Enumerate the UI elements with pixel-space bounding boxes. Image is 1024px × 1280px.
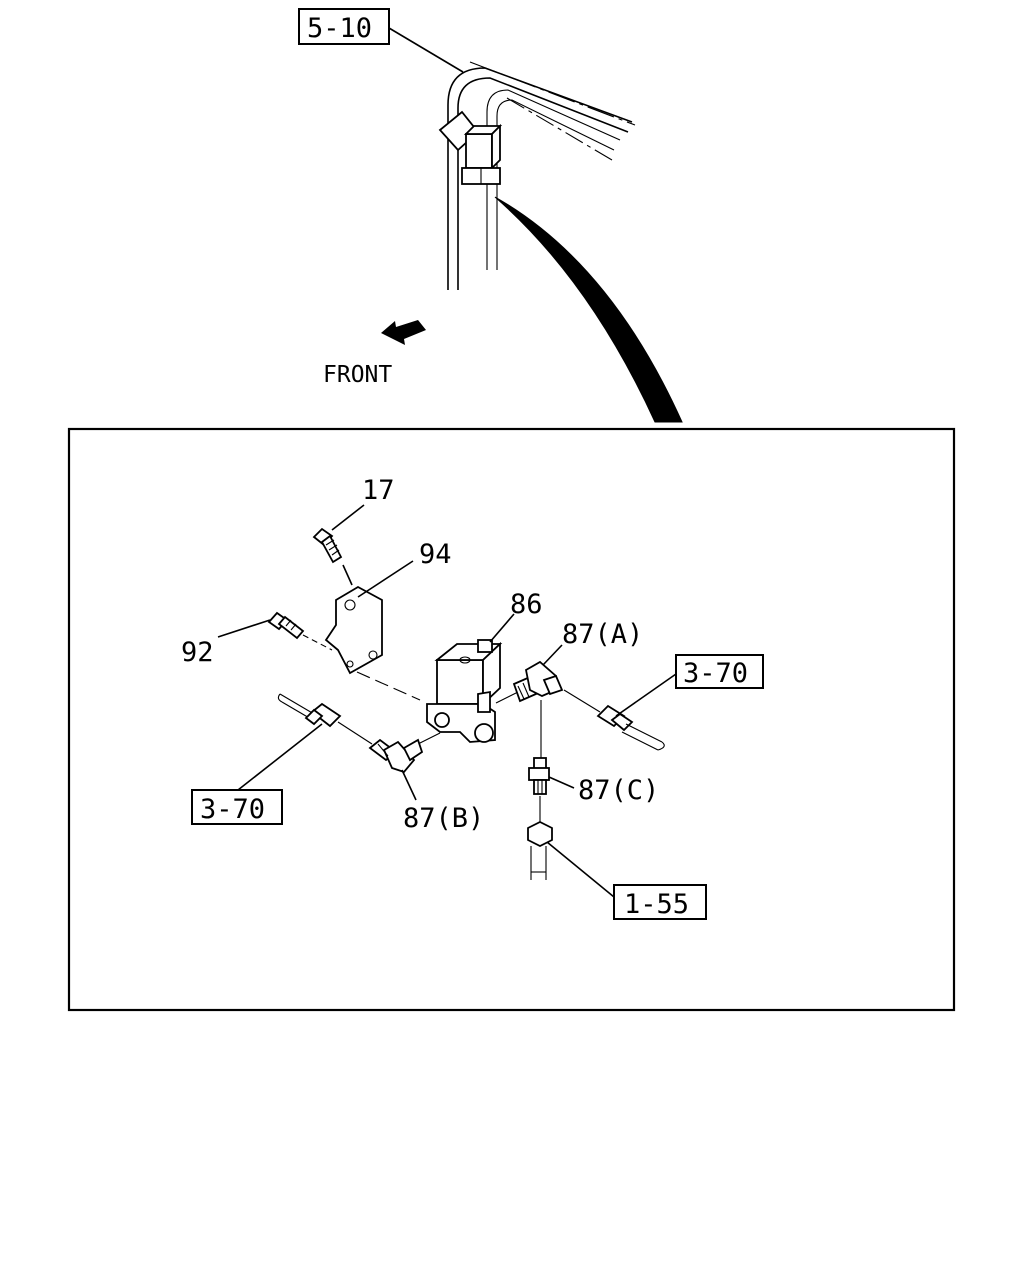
leader-92	[217, 619, 271, 638]
mount-axis	[356, 671, 421, 701]
front-label: FRONT	[323, 362, 392, 388]
pipe-axis-left	[337, 721, 373, 745]
ref-label-left: 3-70	[200, 794, 265, 825]
leader-ref-bottom	[546, 841, 615, 898]
pipe-nut-right	[596, 704, 665, 751]
detail-callout-arrow	[494, 196, 683, 423]
leader-86	[489, 613, 515, 643]
leader-17	[331, 504, 365, 531]
leader-17-to-bracket	[342, 564, 353, 586]
bolt-92-axis	[302, 634, 333, 651]
solenoid-valve-86	[426, 639, 503, 743]
ref-label-top: 5-10	[307, 13, 372, 44]
leader-ref-left	[237, 723, 323, 791]
bracket-94	[324, 585, 383, 675]
pipe-nut-bottom	[527, 820, 553, 880]
part-label-87a: 87(A)	[562, 619, 643, 650]
leader-94	[357, 560, 414, 598]
front-arrow-icon	[381, 320, 426, 345]
leader-ref-top	[388, 27, 464, 73]
pipe-axis-right	[563, 689, 601, 713]
leader-87a	[542, 644, 563, 666]
fitting-87b	[368, 738, 424, 774]
leader-87b	[401, 769, 417, 801]
bolt-92	[267, 611, 305, 640]
fitting-87a	[495, 660, 564, 704]
part-label-87b: 87(B)	[403, 803, 484, 834]
detail-frame	[67, 427, 956, 1012]
bolt-17	[312, 527, 343, 564]
pipe-axis-b	[415, 732, 441, 746]
pipe-left	[277, 693, 342, 728]
part-label-17: 17	[362, 475, 395, 506]
fitting-87c	[528, 757, 550, 795]
ref-box-left	[191, 789, 283, 825]
ref-label-bottom: 1-55	[624, 889, 689, 920]
part-label-94: 94	[419, 539, 452, 570]
valve-overview	[438, 110, 503, 185]
part-label-86: 86	[510, 589, 543, 620]
frame-corner-overview	[447, 61, 636, 290]
part-label-92: 92	[181, 637, 214, 668]
leader-87c	[548, 776, 575, 789]
leader-ref-right	[615, 673, 677, 717]
part-label-87c: 87(C)	[578, 775, 659, 806]
ref-box-right	[675, 654, 764, 689]
ref-box-bottom	[613, 884, 707, 920]
ref-box-top	[298, 8, 390, 45]
ref-label-right: 3-70	[683, 658, 748, 689]
